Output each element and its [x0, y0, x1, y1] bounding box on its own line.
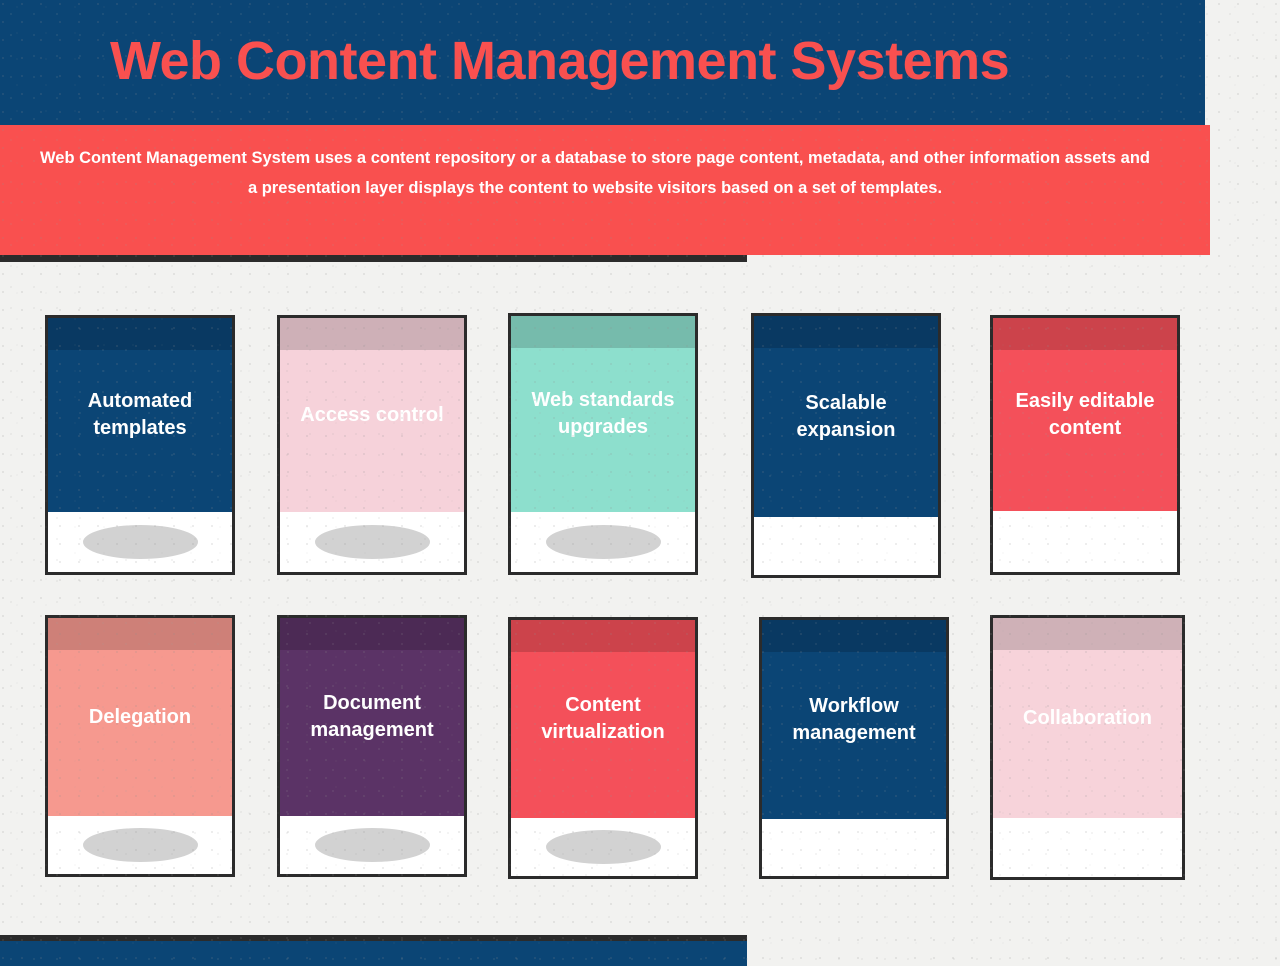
card-label: Workflow management — [792, 694, 916, 744]
card-top-shade — [48, 618, 232, 650]
feature-card[interactable]: Web standards upgrades — [508, 313, 698, 575]
card-top-shade — [280, 318, 464, 350]
card-footer — [762, 819, 946, 876]
ellipse-icon — [545, 525, 661, 559]
card-body: Collaboration — [993, 618, 1182, 818]
header-band — [0, 0, 1205, 125]
card-label: Delegation — [88, 705, 192, 728]
card-label: Automated templates — [87, 390, 193, 439]
feature-card[interactable]: Scalable expansion — [751, 313, 941, 578]
card-top-shade — [993, 318, 1177, 350]
intro-banner: Web Content Management System uses a con… — [0, 125, 1210, 255]
page-title: Web Content Management Systems — [110, 31, 1010, 91]
card-top-shade — [511, 316, 695, 348]
card-top-shade — [754, 316, 938, 348]
card-body: Easily editable content — [993, 318, 1177, 511]
feature-card[interactable]: Automated templates — [45, 315, 235, 575]
feature-card[interactable]: Collaboration — [990, 615, 1185, 880]
card-label: Easily editable content — [1015, 389, 1155, 439]
card-footer — [754, 517, 938, 575]
card-top-shade — [762, 620, 946, 652]
card-footer — [993, 511, 1177, 572]
accent-rule-top — [0, 255, 747, 262]
card-label: Content virtualization — [541, 694, 665, 743]
card-body: Delegation — [48, 618, 232, 816]
ellipse-icon — [82, 525, 198, 559]
card-footer — [48, 512, 232, 572]
card-footer — [511, 512, 695, 572]
card-body: Web standards upgrades — [511, 316, 695, 512]
ellipse-icon — [314, 525, 430, 559]
card-label: Web standards upgrades — [531, 389, 675, 438]
card-footer — [280, 816, 464, 874]
ellipse-icon — [314, 828, 430, 862]
card-body: Scalable expansion — [754, 316, 938, 517]
card-footer — [993, 818, 1182, 877]
ellipse-icon — [545, 830, 661, 864]
card-footer — [280, 512, 464, 572]
intro-text: Web Content Management System uses a con… — [40, 149, 1151, 197]
card-label: Access control — [300, 403, 444, 426]
card-body: Document management — [280, 618, 464, 816]
feature-card[interactable]: Delegation — [45, 615, 235, 877]
feature-card[interactable]: Access control — [277, 315, 467, 575]
footer-bar — [0, 935, 747, 966]
card-body: Workflow management — [762, 620, 946, 819]
card-label: Document management — [310, 692, 434, 741]
card-footer — [48, 816, 232, 874]
card-label: Scalable expansion — [796, 391, 896, 441]
card-body: Access control — [280, 318, 464, 512]
feature-card[interactable]: Content virtualization — [508, 617, 698, 879]
ellipse-icon — [82, 828, 198, 862]
card-top-shade — [511, 620, 695, 652]
card-top-shade — [280, 618, 464, 650]
feature-card[interactable]: Easily editable content — [990, 315, 1180, 575]
card-body: Automated templates — [48, 318, 232, 512]
card-top-shade — [48, 318, 232, 350]
card-body: Content virtualization — [511, 620, 695, 818]
card-top-shade — [993, 618, 1182, 650]
feature-card[interactable]: Workflow management — [759, 617, 949, 879]
card-footer — [511, 818, 695, 876]
card-label: Collaboration — [1023, 706, 1152, 729]
feature-card[interactable]: Document management — [277, 615, 467, 877]
